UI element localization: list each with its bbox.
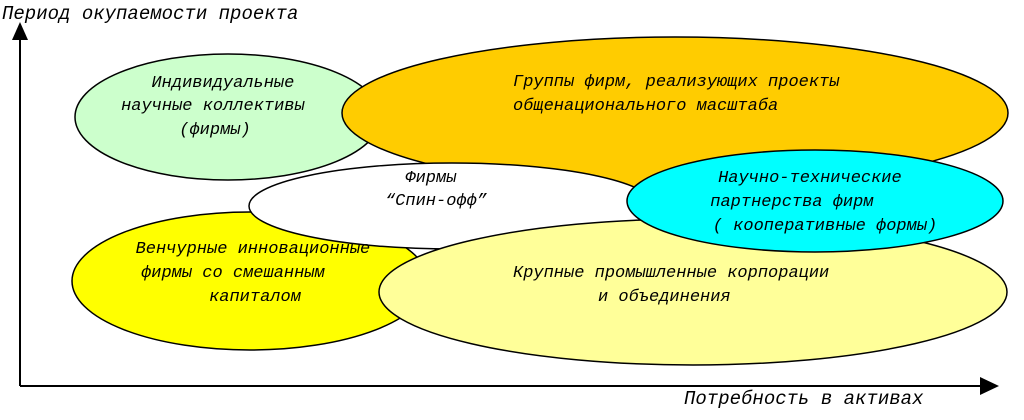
label-venture-firms: Венчурные инновационные фирмы со смешанн… (136, 240, 381, 307)
label-spin-off: Фирмы “Спин-офф” (385, 169, 488, 211)
ellipse-individual-teams (74, 53, 382, 181)
x-axis-label: Потребность в активах (684, 388, 924, 410)
y-axis-label: Период окупаемости проекта (2, 3, 298, 25)
label-individual-teams: Индивидуальные научные коллективы (фирмы… (121, 74, 315, 140)
x-axis-arrow (980, 377, 999, 395)
ellipse-partnerships (626, 149, 1004, 253)
label-partnerships: Научно-технические партнерства фирм ( ко… (710, 169, 937, 236)
y-axis-arrow (12, 22, 28, 40)
label-firm-groups: Группы фирм, реализующих проекты общенац… (513, 73, 850, 116)
label-corporations: Крупные промышленные корпорации и объеди… (513, 264, 839, 307)
axes (12, 22, 999, 395)
